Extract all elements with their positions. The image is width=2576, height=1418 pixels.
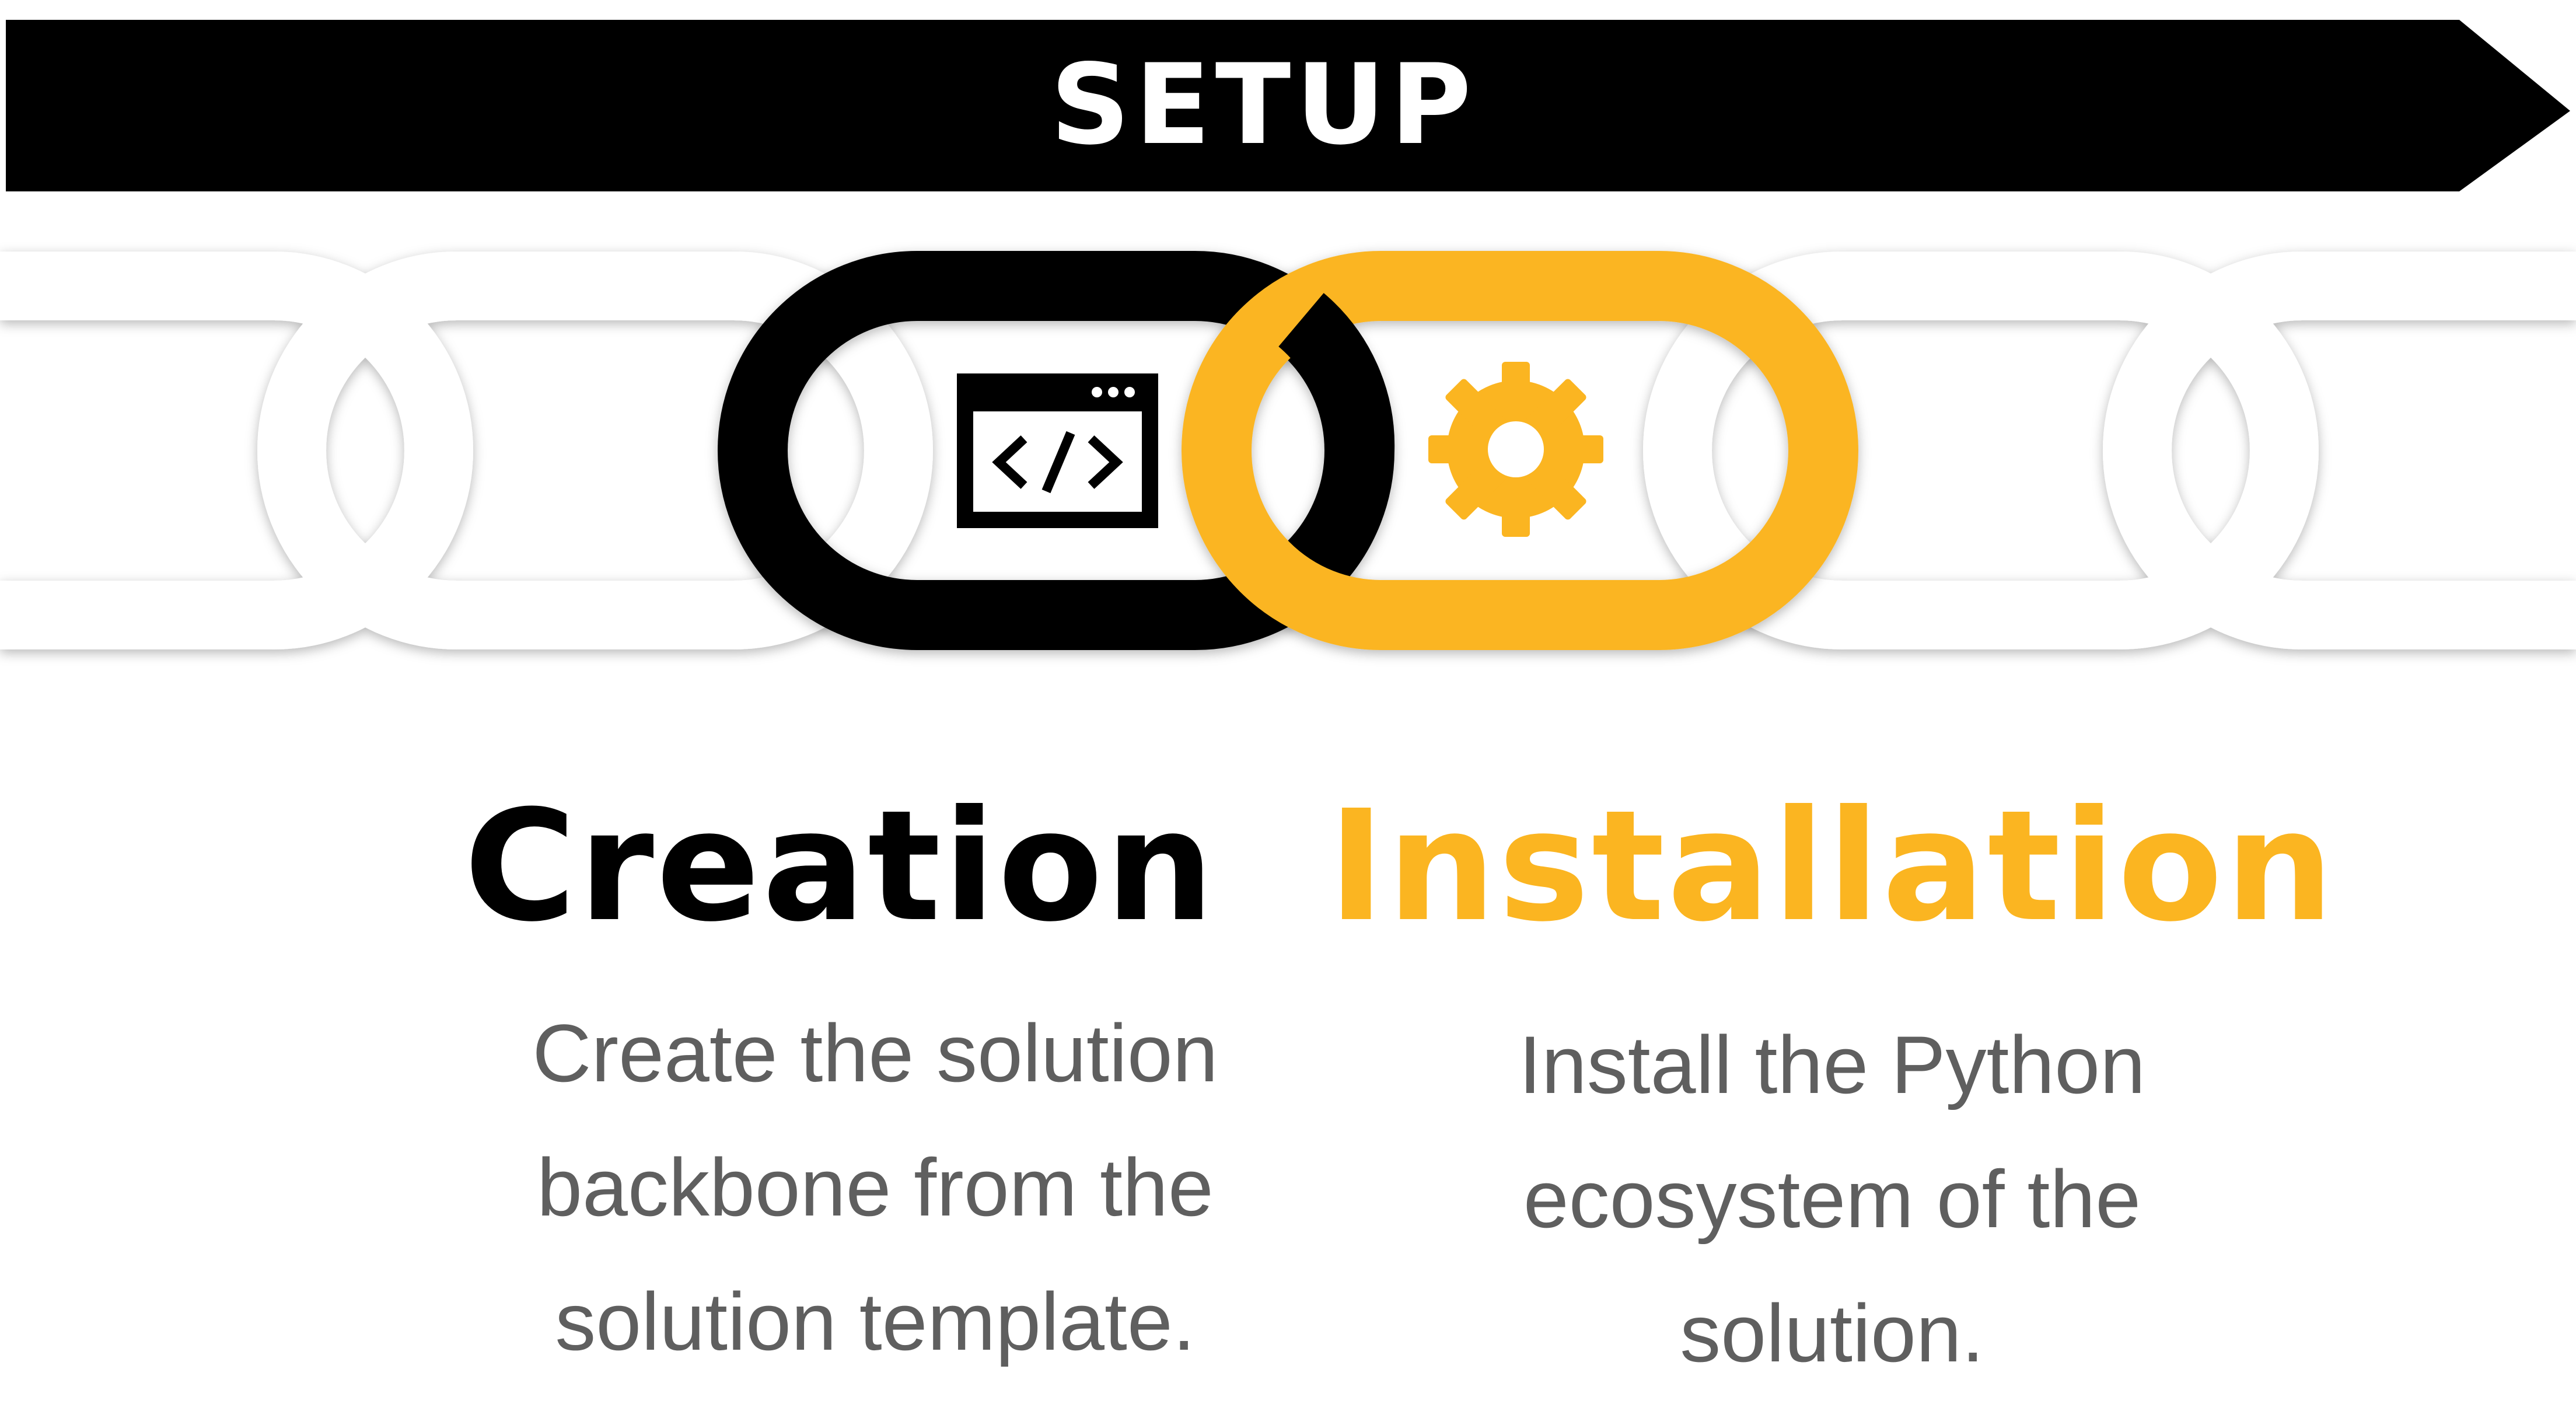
code-window-icon bbox=[957, 373, 1158, 528]
installation-description: Install the Python ecosystem of the solu… bbox=[1359, 998, 2305, 1400]
creation-description-line: backbone from the bbox=[537, 1141, 1214, 1233]
installation-chain-link bbox=[1182, 251, 1858, 650]
setup-banner-label: SETUP bbox=[1050, 40, 1476, 169]
gear-icon bbox=[1428, 362, 1603, 537]
creation-title: Creation bbox=[464, 777, 1217, 955]
installation-description-line: ecosystem of the bbox=[1523, 1153, 2141, 1245]
installation-description-line: Install the Python bbox=[1519, 1019, 2145, 1110]
creation-link-overlap bbox=[1278, 293, 1395, 452]
faded-links-left bbox=[0, 252, 933, 649]
faded-links-right bbox=[1643, 252, 2576, 649]
installation-description-line: solution. bbox=[1680, 1287, 1984, 1379]
creation-description-line: solution template. bbox=[555, 1276, 1196, 1367]
setup-banner-arrow bbox=[6, 20, 2570, 191]
installation-title: Installation bbox=[1328, 777, 2336, 955]
creation-description: Create the solution backbone from the so… bbox=[408, 986, 1342, 1389]
creation-description-line: Create the solution bbox=[532, 1007, 1218, 1099]
